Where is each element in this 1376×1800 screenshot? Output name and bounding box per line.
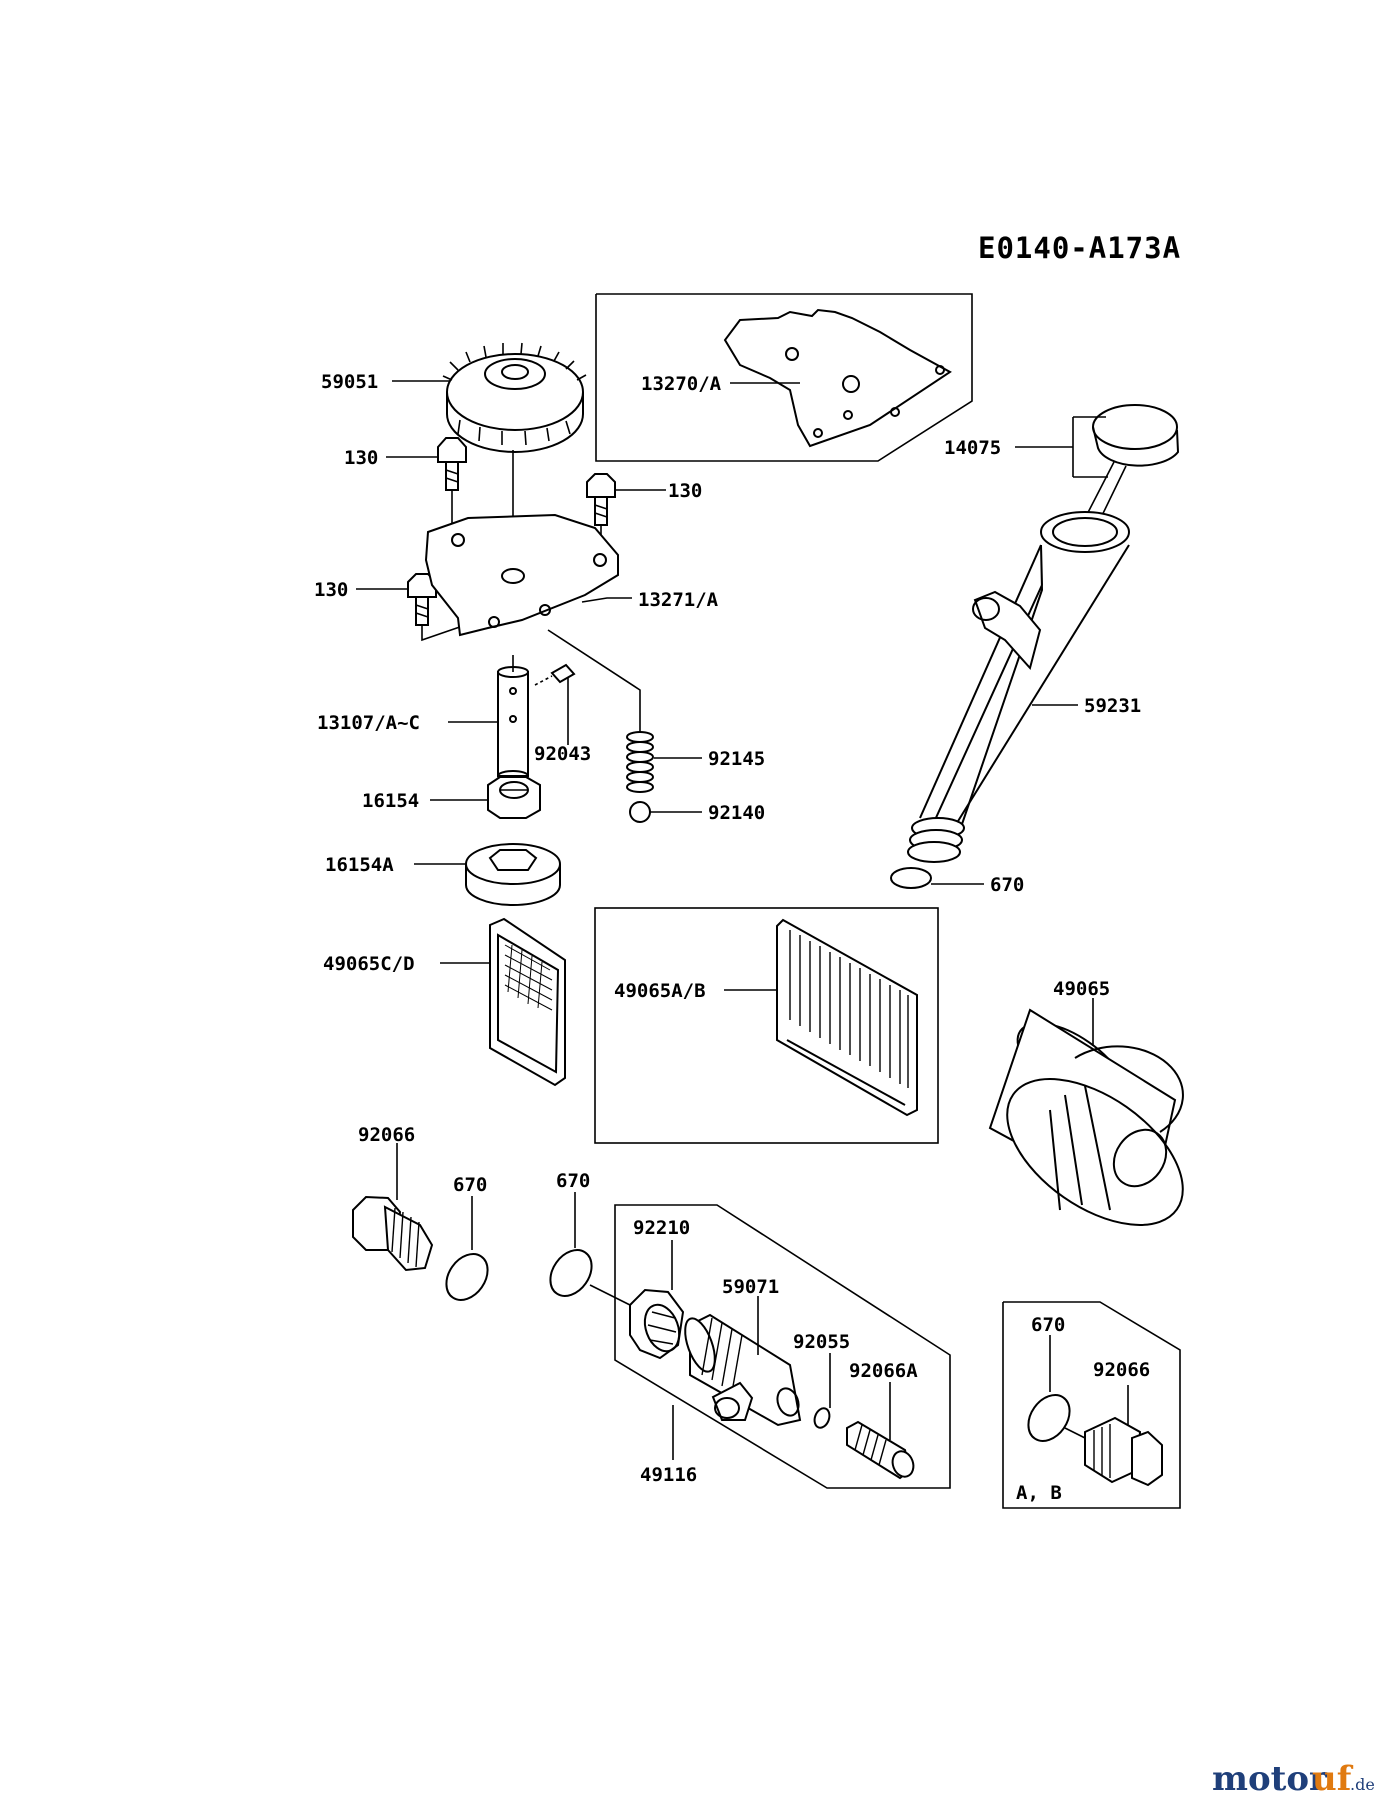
label-130-b: 130 xyxy=(668,480,702,502)
oring-670-d xyxy=(1027,1394,1071,1442)
plate-13270-part xyxy=(723,308,952,448)
label-670-c: 670 xyxy=(556,1170,590,1192)
pin-92043 xyxy=(534,663,576,745)
outer-rotor-16154A xyxy=(465,843,561,906)
bolt-130-a xyxy=(437,437,467,535)
oil-filter-49065 xyxy=(988,998,1184,1226)
bolt-130-c xyxy=(407,573,481,642)
box-49116 xyxy=(614,1204,951,1489)
label-92043: 92043 xyxy=(534,743,591,765)
strainer-49065CD xyxy=(489,917,566,1087)
label-92066-b: 92066 xyxy=(1093,1359,1150,1381)
label-59071: 59071 xyxy=(722,1276,779,1298)
label-13271: 13271/A xyxy=(638,589,719,611)
watermark-tld: .de xyxy=(1350,1775,1375,1794)
label-92140: 92140 xyxy=(708,802,765,824)
label-59051: 59051 xyxy=(321,371,378,393)
plate-13271-part xyxy=(424,513,619,637)
label-13270: 13270/A xyxy=(641,373,722,395)
label-92055: 92055 xyxy=(793,1331,850,1353)
box-13270 xyxy=(595,293,973,462)
nut-92210 xyxy=(629,1240,685,1360)
box-ab xyxy=(1002,1301,1181,1509)
label-92210: 92210 xyxy=(633,1217,690,1239)
label-670-a: 670 xyxy=(990,874,1024,896)
drain-plug-92066-a xyxy=(352,1143,434,1272)
oring-670-c xyxy=(549,1249,593,1297)
label-59231: 59231 xyxy=(1084,695,1141,717)
drain-plug-92066-b xyxy=(1084,1385,1163,1487)
oring-670-a xyxy=(890,867,932,889)
label-49065CD: 49065C/D xyxy=(323,953,415,975)
gear-59051 xyxy=(442,342,587,575)
oil-tube-59231 xyxy=(907,511,1130,863)
label-ab: A, B xyxy=(1016,1482,1062,1504)
label-49065: 49065 xyxy=(1053,978,1110,1000)
box-49065AB xyxy=(594,907,939,1144)
label-13107: 13107/A~C xyxy=(317,712,420,734)
inner-rotor-16154 xyxy=(487,776,541,819)
oil-gauge-14075 xyxy=(1079,404,1180,533)
label-49065AB: 49065A/B xyxy=(614,980,706,1002)
filter-49065AB xyxy=(776,918,918,1117)
label-16154: 16154 xyxy=(362,790,419,812)
label-49116: 49116 xyxy=(640,1464,697,1486)
oring-92055 xyxy=(813,1407,831,1429)
spring-92145 xyxy=(547,629,654,793)
label-92066A: 92066A xyxy=(849,1360,918,1382)
gear-teeth-59051 xyxy=(442,342,587,446)
label-92066-a: 92066 xyxy=(358,1124,415,1146)
watermark-part2: uf xyxy=(1312,1759,1354,1799)
label-130-c: 130 xyxy=(314,579,348,601)
label-130-a: 130 xyxy=(344,447,378,469)
diagram-code: E0140-A173A xyxy=(978,231,1181,265)
label-670-d: 670 xyxy=(1031,1314,1065,1336)
valve-92066A xyxy=(846,1382,915,1480)
oring-670-b xyxy=(445,1253,489,1301)
label-92145: 92145 xyxy=(708,748,765,770)
label-670-b: 670 xyxy=(453,1174,487,1196)
body-59071 xyxy=(684,1296,802,1427)
watermark-logo: motor uf .de xyxy=(1212,1759,1375,1799)
watermark-part1: motor xyxy=(1212,1759,1328,1799)
ball-92140 xyxy=(629,801,651,823)
label-14075: 14075 xyxy=(944,437,1001,459)
leader-13271 xyxy=(581,597,632,603)
shaft-13107 xyxy=(497,655,529,782)
label-16154A: 16154A xyxy=(325,854,394,876)
